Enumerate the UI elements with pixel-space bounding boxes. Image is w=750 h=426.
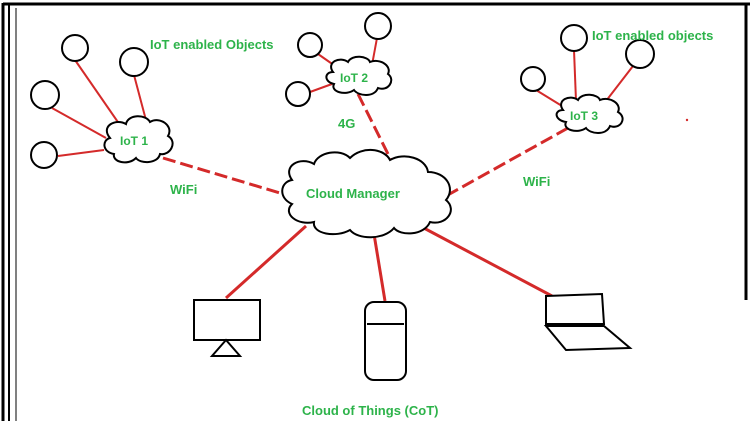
objects-left-label: IoT enabled Objects [150,37,274,52]
iot-node-1: IoT 1 [103,115,174,164]
desktop-monitor-icon [193,299,261,357]
object-circle [61,34,89,62]
iot3-cloud-shape [555,93,624,134]
object-circle [119,47,149,77]
iot1-label: IoT 1 [120,134,148,148]
object-circle [520,66,546,92]
stray-dot [685,118,689,122]
object-circle [364,12,392,40]
objects-right-label: IoT enabled objects [592,28,713,43]
caption: Cloud of Things (CoT) [302,403,438,418]
link-wifi-left-label: WiFi [170,182,197,197]
iot-node-2: IoT 2 [325,55,393,96]
link-wifi-right-label: WiFi [523,174,550,189]
object-circle [625,39,655,69]
iot1-cloud-shape [103,115,174,164]
object-circle [297,32,323,58]
network-links [162,93,569,198]
iot3-label: IoT 3 [570,109,598,123]
cloud-manager: Cloud Manager [281,149,452,239]
iot2-label: IoT 2 [340,71,368,85]
link-4g-label: 4G [338,116,355,131]
iot-node-3: IoT 3 [555,93,624,134]
laptop-icon [543,292,633,352]
device-links [224,224,553,302]
mobile-phone-icon [364,301,407,381]
object-circle [560,24,588,52]
iot-objects [30,12,655,169]
object-circle [30,141,58,169]
iot2-cloud-shape [325,55,393,96]
object-circle [285,81,311,107]
object-links [51,37,634,157]
object-circle [30,80,60,110]
cloud-manager-label: Cloud Manager [306,186,400,201]
cloud-manager-shape [281,149,452,239]
